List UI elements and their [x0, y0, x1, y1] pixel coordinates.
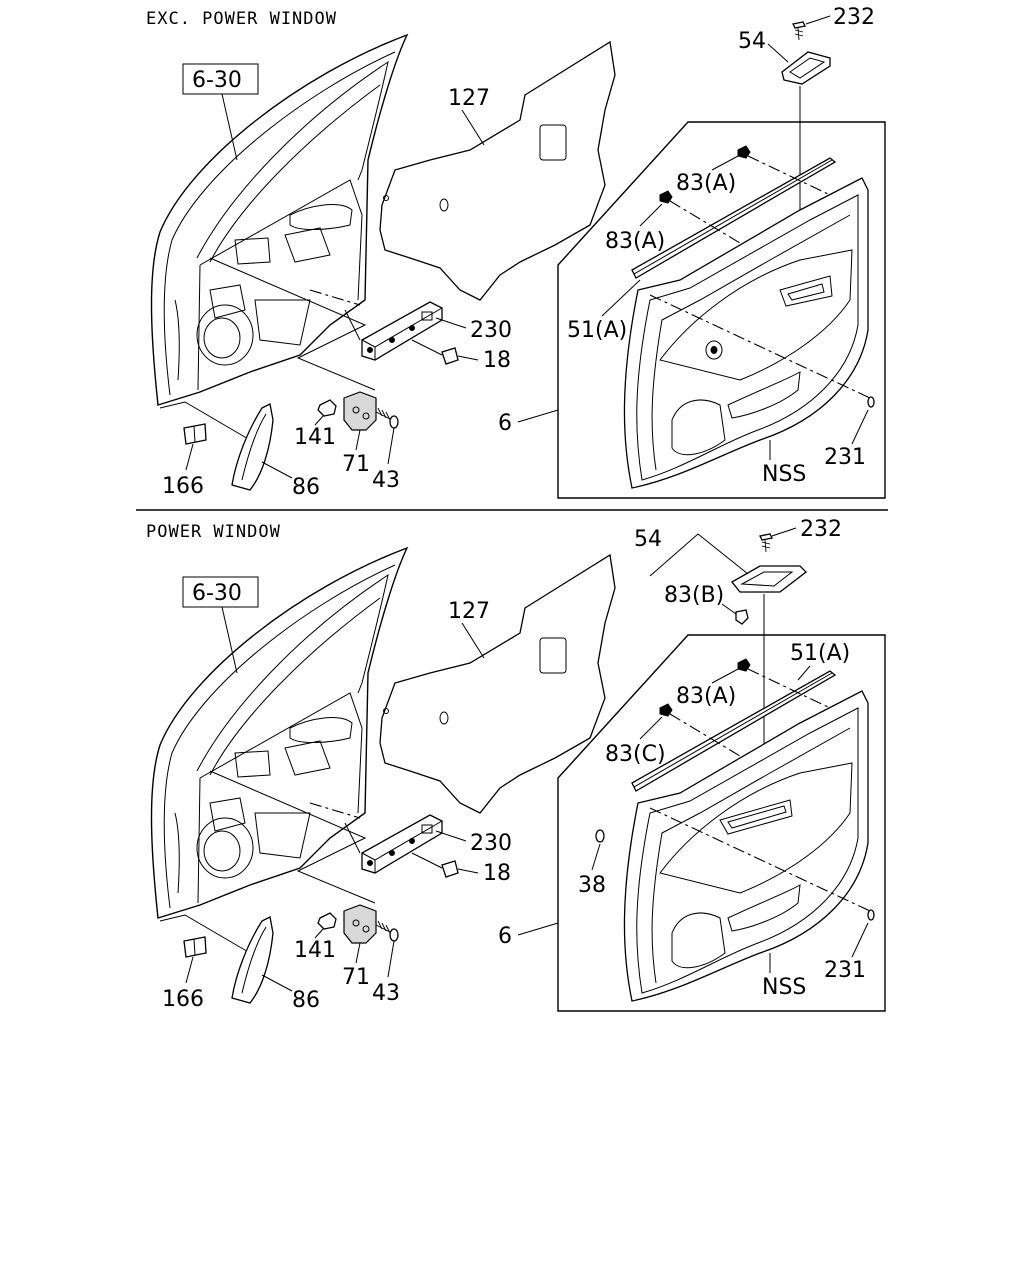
label-83a-lower: 83(A): [605, 229, 665, 254]
clip-83a-lower: [659, 190, 673, 204]
handle-bezel-54: [781, 51, 831, 85]
clip-231: [867, 909, 875, 921]
label-127: 127: [448, 86, 490, 111]
inset-frame: [557, 634, 886, 1012]
label-86: 86: [292, 988, 320, 1013]
label-232: 232: [800, 517, 842, 542]
label-71: 71: [342, 965, 370, 990]
label-71: 71: [342, 452, 370, 477]
cover-86: [231, 403, 274, 491]
screw-232: [759, 533, 773, 553]
label-nss: NSS: [762, 462, 806, 487]
label-18: 18: [483, 861, 511, 886]
nut-141: [317, 399, 337, 417]
section-exc-power-window: EXC. POWER WINDOW 6-30: [146, 5, 886, 500]
door-trim-panel: [623, 177, 871, 489]
label-6: 6: [498, 924, 512, 949]
label-141: 141: [294, 425, 336, 450]
screw-43: [375, 407, 399, 429]
weatherstrip-51a: [631, 157, 837, 279]
label-43: 43: [372, 981, 400, 1006]
clip-166: [183, 936, 207, 958]
label-6: 6: [498, 411, 512, 436]
clip-18: [411, 852, 459, 878]
door-frame: [150, 33, 409, 406]
bracket-71: [343, 904, 377, 944]
section-power-window: POWER WINDOW 6-30: [146, 517, 886, 1013]
reference-label: 6-30: [192, 581, 242, 606]
switch-bezel-54: [731, 565, 807, 593]
label-51a: 51(A): [790, 641, 850, 666]
label-232: 232: [833, 5, 875, 30]
reference-label: 6-30: [192, 68, 242, 93]
label-231: 231: [824, 445, 866, 470]
label-18: 18: [483, 348, 511, 373]
section-heading: POWER WINDOW: [146, 522, 281, 542]
label-38: 38: [578, 873, 606, 898]
clip-83a: [737, 658, 751, 672]
label-166: 166: [162, 474, 204, 499]
label-231: 231: [824, 958, 866, 983]
door-trim-panel: [623, 690, 871, 1002]
cover-86: [231, 916, 274, 1004]
clip-231: [867, 396, 875, 408]
insulator-sheet: [379, 40, 616, 301]
pull-handle-bracket: [361, 301, 443, 361]
label-230: 230: [470, 831, 512, 856]
insulator-sheet: [379, 553, 616, 814]
label-83a-upper: 83(A): [676, 171, 736, 196]
bracket-71: [343, 391, 377, 431]
clip-38: [595, 829, 605, 843]
label-54: 54: [634, 527, 662, 552]
label-83b: 83(B): [664, 583, 724, 608]
label-43: 43: [372, 468, 400, 493]
clip-166: [183, 423, 207, 445]
label-127: 127: [448, 599, 490, 624]
clip-83b: [735, 609, 749, 625]
reference-box: [182, 576, 259, 608]
clip-83c: [659, 703, 673, 717]
weatherstrip-51a: [631, 670, 837, 792]
inset-frame: [557, 121, 886, 499]
label-86: 86: [292, 475, 320, 500]
pull-handle-bracket: [361, 814, 443, 874]
door-frame: [150, 546, 409, 919]
clip-18: [411, 339, 459, 365]
section-heading: EXC. POWER WINDOW: [146, 9, 337, 29]
label-nss: NSS: [762, 975, 806, 1000]
screw-43: [375, 920, 399, 942]
label-230: 230: [470, 318, 512, 343]
label-141: 141: [294, 938, 336, 963]
reference-box: [182, 63, 259, 95]
screw-232: [792, 21, 806, 41]
label-51a: 51(A): [567, 318, 627, 343]
clip-83a-upper: [737, 145, 751, 159]
label-166: 166: [162, 987, 204, 1012]
label-83c: 83(C): [605, 742, 666, 767]
nut-141: [317, 912, 337, 930]
label-83a: 83(A): [676, 684, 736, 709]
label-54: 54: [738, 29, 766, 54]
